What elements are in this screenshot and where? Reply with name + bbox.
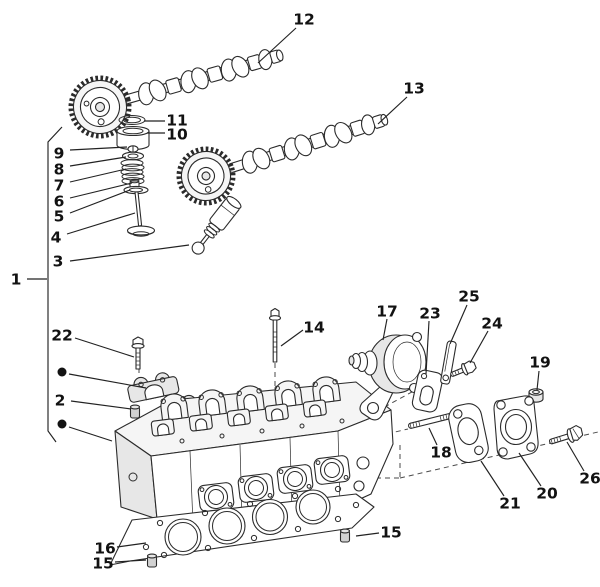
part-label-24: 24 <box>481 315 503 333</box>
part-label-11: 11 <box>166 112 188 130</box>
cam-tower <box>312 376 341 405</box>
callouts-layer: 1234567891011121314151516171819202122232… <box>11 11 600 573</box>
hydraulic-lifter-part3 <box>191 195 242 255</box>
bullet-leader-line-0 <box>68 373 147 389</box>
leader-line-5 <box>69 189 131 214</box>
part-label-2: 2 <box>55 392 66 410</box>
leader-line-4 <box>66 212 136 235</box>
part-label-1: 1 <box>11 271 22 289</box>
leader-line-17 <box>382 318 388 341</box>
exhaust-port <box>313 455 351 485</box>
part-label-6: 6 <box>54 193 65 211</box>
stud-part18 <box>408 413 452 429</box>
housing-part20 <box>493 395 539 460</box>
part-label-25: 25 <box>458 288 480 306</box>
part-label-3: 3 <box>53 253 64 271</box>
part-label-15: 15 <box>92 555 114 573</box>
camshaft-intake-drawing <box>68 49 284 139</box>
leader-line-14 <box>280 329 304 347</box>
leader-line-19 <box>536 370 540 391</box>
exhaust-port <box>237 473 275 503</box>
bolt-part14 <box>268 307 282 363</box>
bolt-part26 <box>548 424 584 445</box>
leader-line-16 <box>116 542 147 548</box>
part-label-17: 17 <box>376 303 398 321</box>
leader-line-25 <box>449 304 468 345</box>
leader-line-13 <box>377 96 408 125</box>
cam-tower-front <box>302 399 327 418</box>
cam-tower-front <box>226 408 251 427</box>
part-label-9: 9 <box>54 145 65 163</box>
camshaft-exhaust-drawing <box>176 113 389 206</box>
bullet-leader-line-1 <box>68 426 113 442</box>
part-label-21: 21 <box>499 495 521 513</box>
engine-mount-part17 <box>348 331 427 421</box>
leader-line-21 <box>480 460 505 497</box>
shim-ring-part11 <box>118 115 146 125</box>
leader-line-9 <box>69 146 128 151</box>
part-label-20: 20 <box>536 485 558 503</box>
dowel-pin-part15-left <box>146 553 158 568</box>
cam-tower <box>274 380 303 409</box>
exhaust-port <box>276 464 314 494</box>
bullet-marker <box>57 419 67 429</box>
cam-tower <box>236 385 265 414</box>
leader-line-24 <box>469 330 489 364</box>
part-label-19: 19 <box>529 354 551 372</box>
leader-line-20 <box>518 452 542 487</box>
bolt-part24 <box>450 360 477 377</box>
leader-line-18 <box>428 427 438 446</box>
cam-tower <box>198 389 227 418</box>
cam-tower-front <box>264 403 289 422</box>
part-label-26: 26 <box>579 470 600 488</box>
leader-line-7 <box>69 168 127 183</box>
valve-collets-part9 <box>127 145 139 153</box>
part-label-12: 12 <box>293 11 315 29</box>
exhaust-port <box>197 482 235 512</box>
valve-train-stack-drawing <box>116 115 156 237</box>
cam-tower-front <box>188 413 213 432</box>
part-label-14: 14 <box>303 319 325 337</box>
leader-line-3 <box>69 244 190 262</box>
cam-tower <box>160 393 189 422</box>
part-label-5: 5 <box>54 208 65 226</box>
leader-line-8 <box>69 156 127 167</box>
cam-gear-exhaust <box>176 146 236 206</box>
leader-line-26 <box>566 441 585 472</box>
bolt-part22 <box>131 336 145 370</box>
leader-line-22 <box>74 337 135 358</box>
spring-retainer-part8 <box>121 151 145 161</box>
gasket-bores <box>164 489 331 556</box>
cam-tower-front <box>150 418 175 437</box>
part-label-22: 22 <box>51 327 73 345</box>
dowel-pin-part15-right <box>339 528 351 543</box>
valve-part4 <box>126 191 156 237</box>
leader-line-23 <box>425 320 430 375</box>
part-label-18: 18 <box>430 444 452 462</box>
dowel-part2 <box>129 404 141 419</box>
leader-line-2 <box>70 400 132 410</box>
bullet-marker <box>57 367 67 377</box>
part-label-16: 16 <box>94 540 116 558</box>
part-label-4: 4 <box>51 229 62 247</box>
leader-line-15 <box>355 532 380 537</box>
part-label-8: 8 <box>54 161 65 179</box>
part-label-7: 7 <box>54 177 65 195</box>
group-bracket-part1 <box>47 126 63 443</box>
leader-line-15 <box>114 559 147 563</box>
part-label-13: 13 <box>403 80 425 98</box>
leader-line-12 <box>257 27 297 64</box>
strip-part25 <box>440 340 457 385</box>
bucket-tappet-part10 <box>116 125 150 151</box>
bracket-plate-part23 <box>411 369 444 413</box>
part-label-15: 15 <box>380 524 402 542</box>
leader-line-6 <box>69 182 133 199</box>
cam-gear-intake <box>68 75 132 139</box>
gasket-part21 <box>448 403 489 464</box>
part-label-10: 10 <box>166 126 188 144</box>
part-label-23: 23 <box>419 305 441 323</box>
